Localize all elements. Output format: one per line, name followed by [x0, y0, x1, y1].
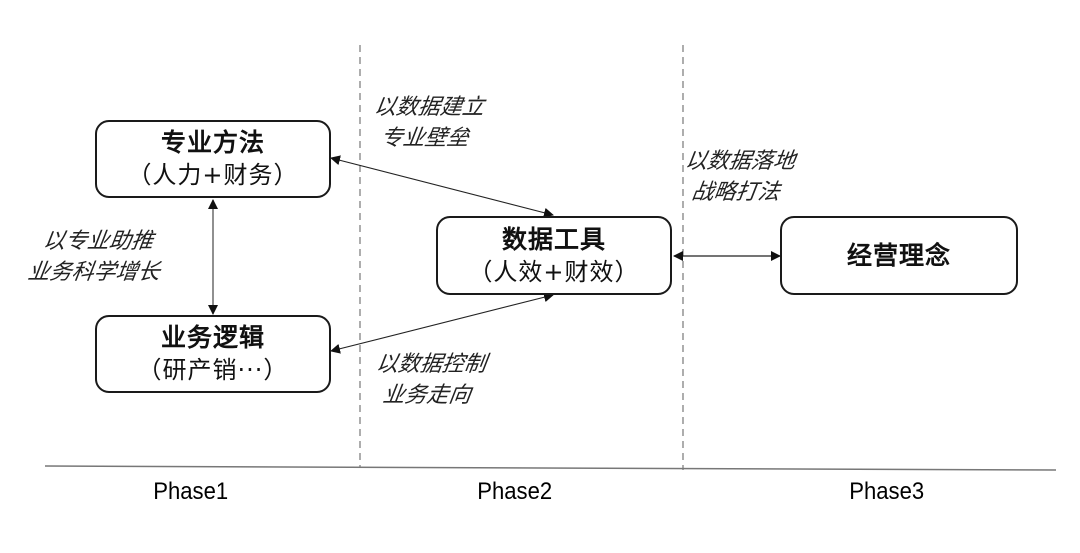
note-data-builds-barrier: 以数据建立 专业壁垒: [368, 92, 487, 154]
note-line: 以专业助推: [41, 229, 155, 254]
note-line: 以数据控制: [374, 352, 488, 377]
note-line: 业务走向: [381, 383, 473, 408]
box-professional-method: 专业方法 （人力+财务）: [95, 120, 331, 198]
box-data-tool: 数据工具 （人效+财效）: [436, 216, 672, 295]
note-line: 战略打法: [690, 180, 782, 205]
box-title: 业务逻辑: [160, 323, 265, 352]
note-pro-to-business: 以专业助推 业务科学增长: [26, 226, 167, 288]
arrow-data-business: [330, 292, 554, 354]
note-line: 专业壁垒: [379, 126, 471, 151]
arrow-data-pro: [330, 155, 554, 218]
note-data-controls-direction: 以数据控制 业务走向: [370, 349, 489, 411]
note-data-lands-strategy: 以数据落地 战略打法: [679, 146, 798, 208]
box-subtitle: （人力+财务）: [127, 161, 299, 189]
phase-label-2: Phase2: [477, 478, 553, 505]
box-title: 专业方法: [160, 128, 265, 157]
note-line: 业务科学增长: [26, 260, 162, 285]
note-line: 以数据落地: [683, 149, 797, 174]
box-subtitle: （人效+财效）: [468, 257, 640, 286]
box-business-logic: 业务逻辑 （研产销···）: [95, 315, 331, 393]
phase-label-1: Phase1: [153, 478, 229, 505]
phase-label-3: Phase3: [849, 478, 925, 505]
box-business-philosophy: 经营理念: [780, 216, 1018, 295]
note-line: 以数据建立: [372, 95, 486, 120]
box-subtitle: （研产销···）: [137, 356, 289, 384]
timeline-axis: [44, 465, 1057, 471]
box-title: 数据工具: [501, 224, 606, 254]
box-title: 经营理念: [846, 240, 951, 270]
